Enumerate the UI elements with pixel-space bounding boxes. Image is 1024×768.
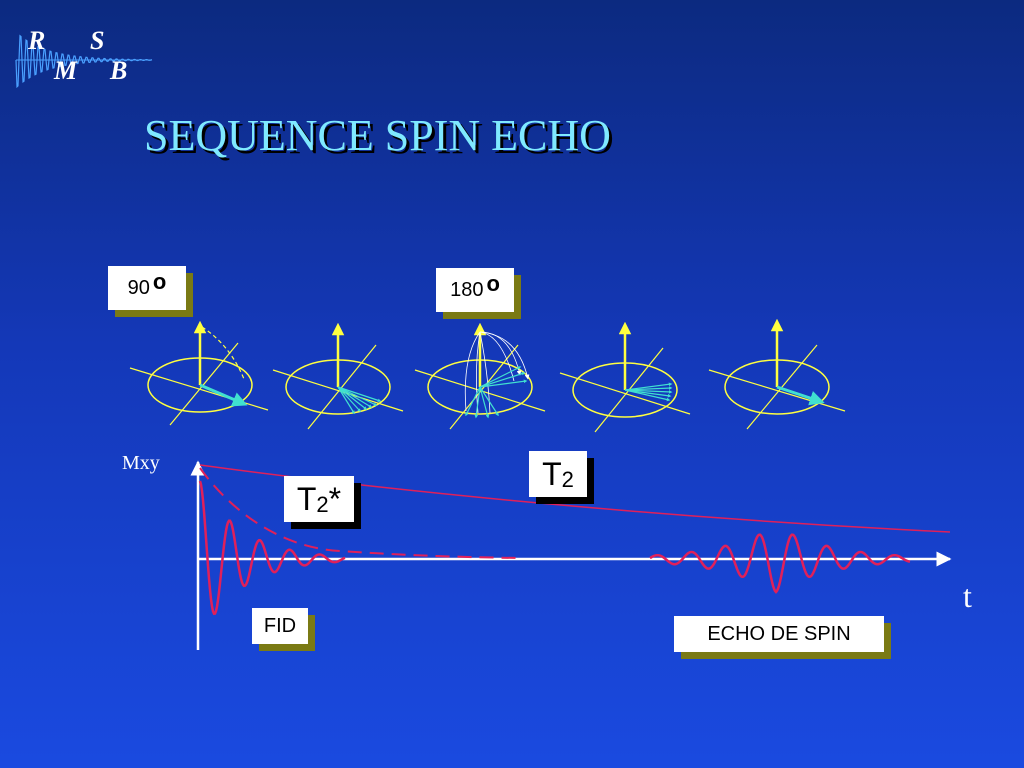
t2-sub: 2: [561, 467, 574, 492]
page-title: SEQUENCE SPIN ECHO: [144, 111, 611, 160]
t2-star-envelope-curve: [199, 467, 521, 559]
t2-star-suffix: *: [328, 481, 342, 517]
spin-diagram-5: [708, 318, 846, 430]
pulse-180-value: 180: [450, 279, 484, 301]
t2-main: T: [542, 456, 562, 492]
pulse-180-label: 180 o: [436, 268, 514, 312]
spin-diagram-4: [559, 321, 691, 433]
t2-star-sub: 2: [316, 492, 329, 517]
graph-axes: [190, 460, 952, 650]
logo-waveform-icon: [15, 34, 153, 89]
pulse-90-degree: o: [152, 269, 167, 294]
pulse-90-value: 90: [127, 277, 150, 299]
logo-letter-m: M: [54, 56, 78, 85]
spin-diagram-2: [272, 322, 404, 430]
echo-signal: [649, 533, 911, 594]
pulse-180-degree: o: [486, 271, 500, 296]
spin-echo-label: ECHO DE SPIN: [674, 616, 884, 652]
logo-letter-r: R: [28, 26, 46, 55]
pulse-90-label: 90 o: [108, 266, 186, 310]
logo-letter-b: B: [110, 56, 128, 85]
spin-diagram-3: [414, 322, 546, 430]
y-axis-label: Mxy: [122, 452, 160, 474]
spin-diagram-1: [129, 320, 269, 426]
logo-letter-s: S: [90, 26, 105, 55]
t2-star-main: T: [296, 481, 317, 517]
fid-signal: [198, 480, 346, 616]
rmsb-logo: R S M B: [14, 22, 154, 98]
x-axis-label: t: [963, 578, 972, 614]
fid-label: FID: [252, 608, 308, 644]
